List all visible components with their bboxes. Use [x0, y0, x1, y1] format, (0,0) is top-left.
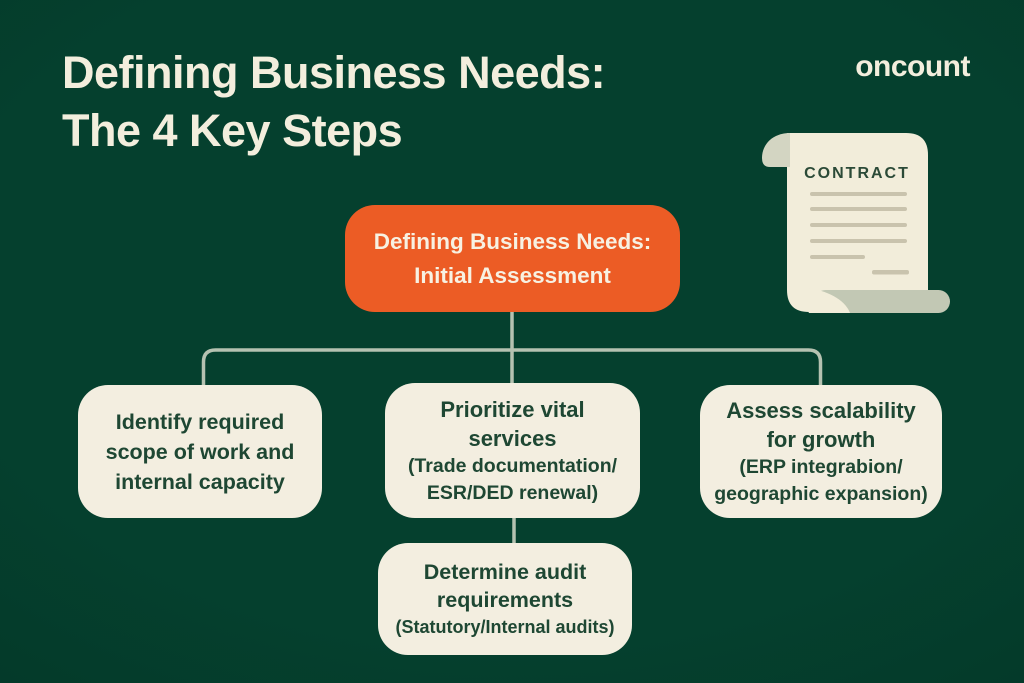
node-text-line: Initial Assessment	[414, 262, 611, 288]
scroll-text-lines	[810, 192, 909, 275]
scroll-line-3	[810, 223, 907, 227]
scroll-line-4	[810, 239, 907, 243]
node-text-line: Identify required	[115, 409, 285, 434]
contract-label: CONTRACT	[804, 165, 910, 182]
page-title: Defining Business Needs: The 4 Key Steps	[62, 44, 606, 160]
node-subtext-line: (ERP integrabion/	[739, 455, 903, 478]
scroll-line-5	[810, 255, 865, 259]
node-text-line: Determine audit	[423, 560, 587, 584]
page-title-line-2: The 4 Key Steps	[62, 105, 403, 156]
node-subtext-line: (Trade documentation/	[407, 454, 618, 477]
node-text-line: scope of work and	[105, 439, 295, 464]
flow-node-assess-scalability: Assess scalability for growth (ERP integ…	[700, 385, 942, 518]
scroll-line-1	[810, 192, 907, 196]
flow-node-audit-requirements: Determine audit requirements (Statutory/…	[378, 543, 632, 655]
scroll-paper-sheet	[787, 133, 928, 312]
flow-node-scope-of-work: Identify required scope of work and inte…	[78, 385, 322, 518]
flow-node-initial-assessment: Defining Business Needs: Initial Assessm…	[345, 205, 680, 312]
node-subtext-line: geographic expansion)	[714, 482, 928, 505]
node-subtext-line: (Statutory/Internal audits)	[395, 617, 615, 637]
scroll-bottom-roll	[814, 290, 950, 313]
flow-node-prioritize-services: Prioritize vital services (Trade documen…	[385, 383, 640, 518]
brand-logo: oncount	[855, 50, 970, 83]
node-text-line: requirements	[436, 588, 574, 612]
scroll-line-2	[810, 207, 907, 211]
page-title-line-1: Defining Business Needs:	[62, 47, 606, 98]
connector-branch-bar	[201, 348, 823, 386]
node-subtext-line: ESR/DED renewal)	[426, 481, 599, 504]
scroll-top-curl	[762, 133, 790, 167]
node-text-line: services	[468, 425, 557, 451]
scroll-fold	[805, 288, 850, 313]
node-text-line: Defining Business Needs:	[373, 228, 652, 254]
node-text-line: for growth	[766, 426, 876, 452]
node-text-line: Prioritize vital	[440, 396, 585, 422]
node-text-line: internal capacity	[115, 469, 285, 494]
node-text-line: Assess scalability	[726, 397, 916, 423]
scroll-line-6	[872, 270, 909, 275]
contract-scroll-icon: CONTRACT	[762, 133, 950, 313]
